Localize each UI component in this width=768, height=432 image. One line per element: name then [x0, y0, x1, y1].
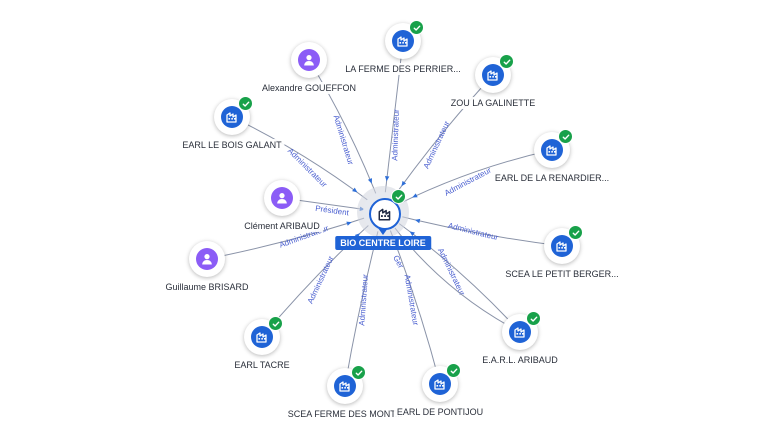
building-icon — [482, 64, 504, 86]
node-label[interactable]: ZOU LA GALINETTE — [447, 97, 539, 109]
check-icon — [568, 225, 583, 240]
building-icon — [429, 373, 451, 395]
edge-line — [382, 211, 521, 333]
check-icon — [391, 189, 406, 204]
edge-arrow-icon — [359, 206, 365, 211]
node-bubble[interactable] — [502, 311, 541, 350]
edge-line — [344, 211, 384, 387]
node-label[interactable]: EARL DE LA RENARDIER... — [491, 172, 613, 184]
edge-arrow-icon — [401, 180, 407, 187]
edge-arrow-icon — [409, 231, 415, 237]
node-bubble[interactable] — [534, 129, 573, 168]
node-label[interactable]: EARL TACRE — [231, 359, 293, 371]
edge-label: Administrateur — [332, 114, 356, 166]
edge-arrow-icon — [384, 175, 390, 182]
edge-line — [382, 211, 521, 333]
node-bubble[interactable] — [327, 365, 366, 404]
node-bubble[interactable] — [264, 180, 300, 216]
node-bubble[interactable] — [363, 189, 406, 232]
edge-label: Administrateur — [422, 119, 452, 170]
edge-arrow-icon — [367, 178, 373, 184]
node-bubble[interactable] — [385, 20, 424, 59]
check-icon — [409, 20, 424, 35]
check-icon — [526, 311, 541, 326]
edge-arrow-icon — [412, 193, 418, 198]
edge-line — [382, 211, 441, 385]
center-node-label[interactable]: BIO CENTRE LOIRE — [335, 236, 431, 250]
check-icon — [238, 96, 253, 111]
check-icon — [351, 365, 366, 380]
node-bubble[interactable] — [544, 225, 583, 264]
check-icon — [558, 129, 573, 144]
edge-arrow-icon — [346, 221, 352, 226]
edge-line — [382, 40, 404, 213]
person-icon — [271, 187, 293, 209]
building-icon — [541, 139, 563, 161]
building-icon — [551, 235, 573, 257]
node-bubble[interactable] — [475, 54, 514, 93]
building-icon — [334, 375, 356, 397]
pin-pointer-icon — [378, 228, 388, 235]
edge-arrow-icon — [414, 218, 421, 224]
building-icon — [251, 326, 273, 348]
node-label[interactable]: Clément ARIBAUD — [241, 220, 323, 232]
edge-arrow-icon — [352, 187, 358, 193]
edge-label: Président — [315, 204, 350, 218]
building-icon — [221, 106, 243, 128]
node-label[interactable]: LA FERME DES PERRIER... — [342, 63, 464, 75]
node-label[interactable]: SCEA FERME DES MONT... — [284, 408, 406, 420]
node-label[interactable]: Guillaume BRISARD — [162, 281, 252, 293]
building-icon — [392, 30, 414, 52]
node-bubble[interactable] — [189, 241, 225, 277]
node-label[interactable]: E.A.R.L. ARIBAUD — [479, 354, 561, 366]
node-bubble[interactable] — [291, 42, 327, 78]
edge-label: Gér — [391, 254, 405, 270]
node-bubble[interactable] — [214, 96, 253, 135]
person-icon — [196, 248, 218, 270]
edge-arrow-icon — [354, 233, 360, 239]
edge-label: Administrateur — [306, 254, 336, 305]
edge-label: Administrateur — [447, 221, 500, 242]
node-bubble[interactable] — [422, 363, 461, 402]
edge-line — [382, 211, 563, 247]
check-icon — [499, 54, 514, 69]
edge-label: Administrateur — [390, 109, 401, 161]
edge-label: Administrateur — [402, 274, 420, 327]
edge-label: Administrateur — [357, 274, 370, 326]
building-icon — [509, 321, 531, 343]
check-icon — [446, 363, 461, 378]
edge-label: Administrateur — [436, 247, 467, 298]
node-label[interactable]: EARL DE PONTIJOU — [393, 406, 487, 418]
person-icon — [298, 49, 320, 71]
node-bubble[interactable] — [244, 316, 283, 355]
node-label[interactable]: SCEA LE PETIT BERGER... — [502, 268, 622, 280]
edge-line — [206, 211, 384, 260]
check-icon — [268, 316, 283, 331]
node-label[interactable]: Alexandre GOUEFFON — [258, 82, 360, 94]
node-label[interactable]: EARL LE BOIS GALANT — [179, 139, 285, 151]
